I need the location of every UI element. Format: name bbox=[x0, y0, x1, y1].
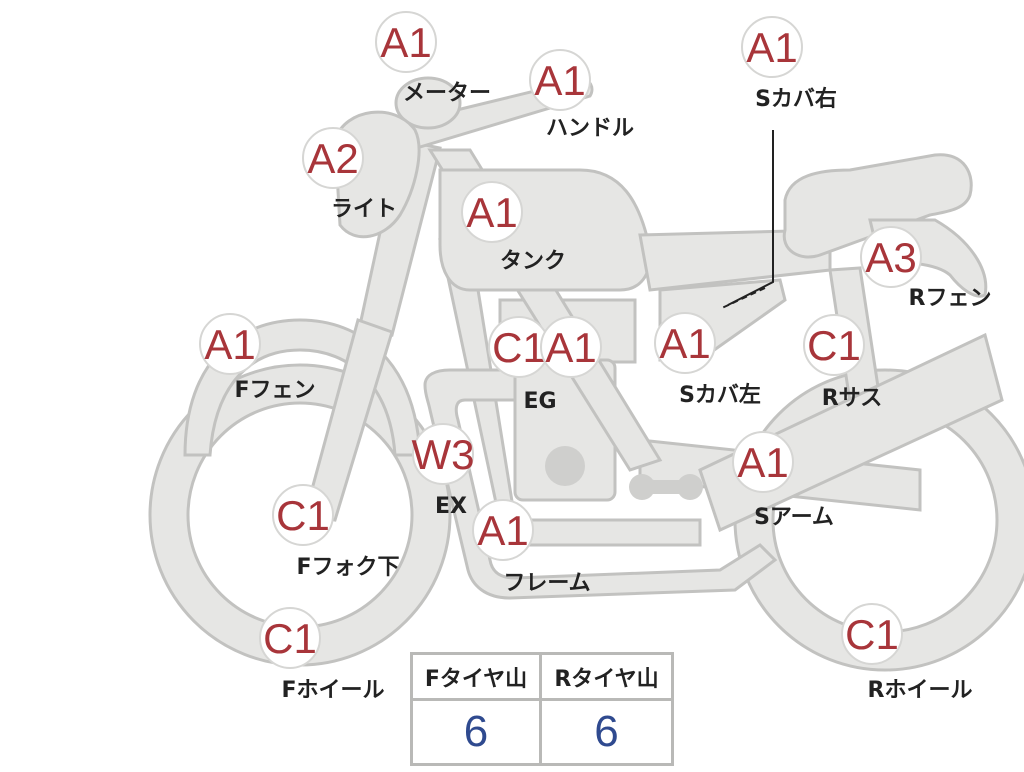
grade-text: C1 bbox=[807, 322, 861, 369]
part-meter: A1 メーター bbox=[375, 11, 491, 106]
grade-badge bbox=[272, 484, 334, 546]
part-eg: C1 A1 EG bbox=[488, 316, 602, 414]
grade-badge bbox=[259, 607, 321, 669]
rear-tread-header: Rタイヤ山 bbox=[542, 655, 671, 701]
part-f-wheel: C1 Fホイール bbox=[259, 607, 385, 703]
grade-badge bbox=[199, 313, 261, 375]
part-f-fender: A1 Fフェン bbox=[199, 313, 316, 403]
seat-base-shape bbox=[638, 228, 832, 292]
grade-badge bbox=[461, 181, 523, 243]
part-frame: A1 フレーム bbox=[472, 499, 591, 596]
grade-text: C1 bbox=[263, 615, 317, 662]
grade-badge bbox=[529, 49, 591, 111]
part-s-arm: A1 Sアーム bbox=[732, 431, 834, 530]
grade-text: A2 bbox=[307, 135, 358, 182]
part-ex: W3 EX bbox=[412, 423, 475, 519]
part-label: Sカバ右 bbox=[755, 87, 837, 112]
part-label: Rサス bbox=[822, 386, 883, 411]
grade-text-2: A1 bbox=[545, 324, 596, 371]
part-light: A2 ライト bbox=[302, 127, 397, 222]
s-cover-right-leader-dash bbox=[721, 287, 766, 309]
part-handle: A1 ハンドル bbox=[529, 49, 634, 141]
part-label: Fホイール bbox=[281, 678, 384, 703]
part-label: Sアーム bbox=[754, 505, 834, 530]
grade-text: A1 bbox=[746, 24, 797, 71]
part-label: タンク bbox=[500, 249, 566, 274]
part-r-suspension: C1 Rサス bbox=[803, 314, 883, 411]
grade-badge bbox=[841, 603, 903, 665]
grade-badge bbox=[732, 431, 794, 493]
part-label: ハンドル bbox=[546, 116, 634, 141]
part-label: Fフォク下 bbox=[296, 555, 399, 580]
grade-text: A1 bbox=[737, 439, 788, 486]
part-tank: A1 タンク bbox=[461, 181, 566, 274]
part-s-cover-left: A1 Sカバ左 bbox=[654, 312, 761, 408]
part-label: ライト bbox=[331, 197, 397, 222]
meter-shape bbox=[394, 76, 462, 130]
part-label: EG bbox=[523, 389, 556, 414]
grade-badge bbox=[860, 226, 922, 288]
front-fork-lower-shape bbox=[303, 318, 394, 522]
grade-badge-2 bbox=[540, 316, 602, 378]
grade-text: A1 bbox=[380, 19, 431, 66]
part-label: Rホイール bbox=[868, 678, 973, 703]
grade-text: A1 bbox=[466, 189, 517, 236]
part-label: EX bbox=[435, 494, 467, 519]
grade-badge bbox=[375, 11, 437, 73]
grade-text: A3 bbox=[865, 234, 916, 281]
part-r-wheel: C1 Rホイール bbox=[841, 603, 973, 703]
front-tread-header: Fタイヤ山 bbox=[413, 655, 542, 701]
grade-badge bbox=[741, 16, 803, 78]
part-label: Rフェン bbox=[909, 286, 992, 311]
grade-text: A1 bbox=[477, 507, 528, 554]
seat-shape bbox=[782, 153, 973, 259]
part-label: Fフェン bbox=[234, 378, 315, 403]
grade-badge bbox=[412, 423, 474, 485]
rear-tread-value: 6 bbox=[594, 707, 619, 756]
part-s-cover-right: A1 Sカバ右 bbox=[741, 16, 837, 112]
part-f-fork-lower: C1 Fフォク下 bbox=[272, 484, 400, 580]
grade-badge bbox=[302, 127, 364, 189]
grade-text: C1 bbox=[845, 611, 899, 658]
part-r-fender: A3 Rフェン bbox=[860, 226, 992, 311]
grade-text: C1 bbox=[492, 324, 546, 371]
grade-text: A1 bbox=[659, 320, 710, 367]
part-label: Sカバ左 bbox=[679, 382, 761, 408]
grade-badge bbox=[472, 499, 534, 561]
grade-text: A1 bbox=[534, 57, 585, 104]
grade-text: A1 bbox=[204, 321, 255, 368]
grade-text: W3 bbox=[412, 431, 475, 478]
exhaust-pipe-shape bbox=[423, 368, 778, 600]
part-label: フレーム bbox=[503, 571, 590, 596]
grade-badge bbox=[654, 312, 716, 374]
grade-text: C1 bbox=[276, 492, 330, 539]
part-label: メーター bbox=[403, 81, 491, 106]
grade-badge bbox=[803, 314, 865, 376]
tire-tread-table: Fタイヤ山 Rタイヤ山 6 6 bbox=[410, 652, 674, 766]
front-tread-value: 6 bbox=[413, 701, 542, 763]
